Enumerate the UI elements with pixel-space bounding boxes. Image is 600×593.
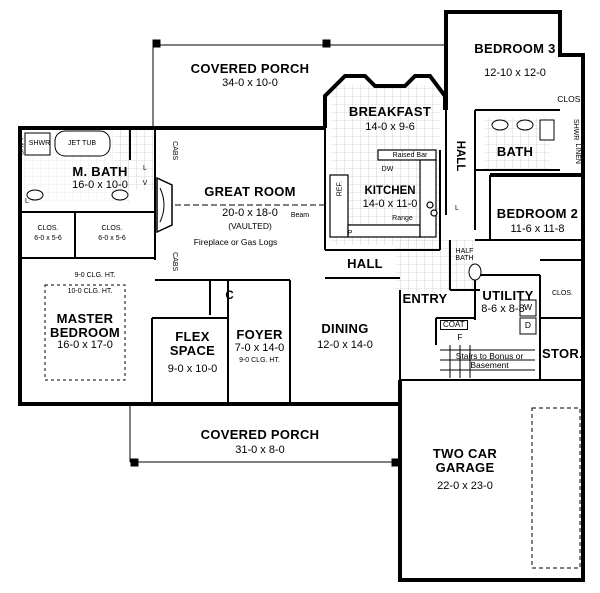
front-porch [129,404,400,467]
kitchen-name: KITCHEN [364,185,416,197]
great-room-dim: 20-0 x 18-0 [222,207,278,219]
bath-fixtures [468,119,555,281]
entry-name: ENTRY [402,291,448,306]
beam-label: Beam [290,212,310,219]
great-room-name: GREAT ROOM [204,184,296,199]
clos-left-name: CLOS. [37,225,59,232]
l-hall-label: L [455,205,459,212]
v-label: V [142,180,148,187]
kitchen-counters [329,149,438,238]
garage-name: TWO CAR GARAGE [432,446,498,475]
coat-label: COAT [440,320,468,331]
clos-left-dim: 6-0 x 5-6 [34,235,62,242]
flex-dim: 9-0 x 10-0 [167,363,218,375]
hall-vertical-label: HALL [454,140,467,172]
garage-parking-outline [531,407,581,569]
bedroom3-dim: 12-10 x 12-0 [484,67,546,79]
raised-bar-label: Raised Bar [392,152,428,159]
stairs-label: Stairs to Bonus or Basement [455,351,524,370]
bedroom3-name: BEDROOM 3 [474,41,556,56]
dw-label: DW [381,166,394,173]
rear-porch-name: COVERED PORCH [190,61,310,76]
utility-clos-label: CLOS. [551,290,573,297]
fireplace-label: Fireplace or Gas Logs [193,237,278,247]
dining-name: DINING [321,321,369,336]
half-bath-label: HALF BATH [455,248,474,263]
front-porch-dim: 31-0 x 8-0 [235,444,285,456]
front-porch-name: COVERED PORCH [200,427,320,442]
foyer-dim: 7-0 x 14-0 [234,342,285,354]
breakfast-dim: 14-0 x 9-6 [365,121,415,133]
rear-porch [152,39,446,128]
washer-dryer [519,299,537,335]
bath-name: BATH [496,144,534,159]
m-bath-name: M. BATH [72,164,128,179]
ref-label: REF. [336,181,344,197]
master-bath-fixtures [24,130,129,201]
utility-dim: 8-6 x 8-8 [481,303,525,315]
foyer-name: FOYER [236,327,283,342]
dining-dim: 12-0 x 14-0 [317,339,373,351]
bedroom2-name: BEDROOM 2 [496,206,579,221]
clos-right-name: CLOS. [101,225,123,232]
closet-c-label: C [225,290,234,302]
dryer-label: D [524,320,532,330]
shwr2-label: SHWR [572,118,580,141]
lavs-label: LAVS [16,137,24,156]
hall-name: HALL [347,256,383,271]
flex-name: FLEX SPACE [169,329,216,358]
garage-dim: 22-0 x 23-0 [437,480,493,492]
foyer-clg: 9-0 CLG. HT. [239,357,280,364]
utility-name: UTILITY [482,288,534,303]
linen-label: LINEN [574,143,582,164]
shwr-label: SHWR [28,140,51,147]
l-bottom-label: L [25,198,29,205]
rear-porch-dim: 34-0 x 10-0 [222,77,278,89]
f-label: F [457,332,463,342]
interior-walls [20,109,583,404]
great-room-note: (VAULTED) [228,221,272,231]
stairs [440,345,535,378]
clos-right-dim: 6-0 x 5-6 [98,235,126,242]
master-name: MASTER BEDROOM [50,311,120,340]
m-bath-dim: 16-0 x 10-0 [72,179,128,191]
pantry-label: P [347,230,353,237]
bedroom2-dim: 11-6 x 11-8 [510,223,565,235]
master-clg-1: 9-0 CLG. HT. [74,272,116,279]
stor-name: STOR. [542,346,583,361]
cabs-bottom-label: CABS [171,252,179,272]
cabs-top-label: CABS [171,141,179,161]
master-clg-2: 10-0 CLG. HT. [67,288,113,295]
bedroom3-clos: CLOS. [557,94,583,104]
master-ceiling-outline [44,284,126,381]
walls [18,10,585,582]
jet-tub-label: JET TUB [67,140,97,147]
range-label: Range [392,215,413,222]
master-dim: 16-0 x 17-0 [57,339,113,351]
kitchen-dim: 14-0 x 11-0 [362,198,418,210]
l-top-label: L [143,165,147,172]
washer-label: W [523,302,533,312]
breakfast-name: BREAKFAST [348,104,432,119]
